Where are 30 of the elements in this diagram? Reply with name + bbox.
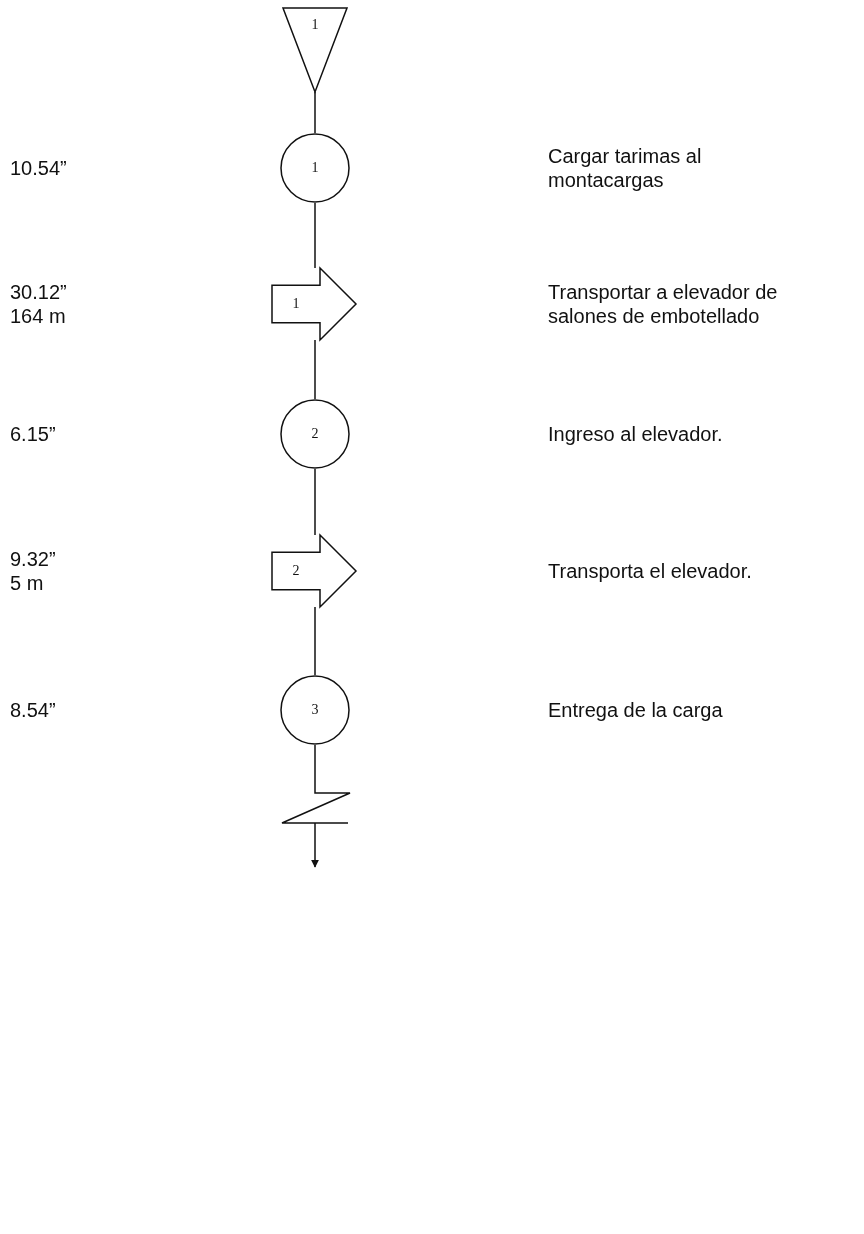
step-description: Entrega de la carga	[548, 698, 724, 722]
step-measure: 10.54”	[10, 156, 68, 180]
flow-line	[314, 606, 316, 676]
step-number: 1	[311, 18, 319, 32]
step-measure: 8.54”	[10, 698, 57, 722]
step-number: 3	[311, 703, 319, 717]
storage-triangle	[283, 8, 347, 92]
flow-line	[314, 468, 316, 536]
transport-arrow	[272, 268, 356, 340]
step-measure: 9.32”	[10, 547, 57, 571]
flow-line	[314, 202, 316, 269]
step-description: Transportar a elevador de salones de embotellado	[548, 280, 779, 328]
step-measure: 30.12”	[10, 280, 68, 304]
step-number: 2	[291, 564, 301, 578]
step-number: 1	[291, 297, 301, 311]
flow-arrow	[281, 744, 351, 868]
operation-circle	[280, 675, 350, 745]
step-number: 2	[311, 427, 319, 441]
flow-line	[314, 91, 316, 134]
operation-circle	[280, 399, 350, 469]
operation-circle	[280, 133, 350, 203]
step-measure: 6.15”	[10, 422, 57, 446]
step-number: 1	[311, 161, 319, 175]
transport-arrow	[272, 535, 356, 607]
step-description: Ingreso al elevador.	[548, 422, 724, 446]
step-measure: 5 m	[10, 571, 45, 595]
step-description: Transporta el elevador.	[548, 559, 753, 583]
step-description: Cargar tarimas al montacargas	[548, 144, 703, 192]
step-measure: 164 m	[10, 304, 67, 328]
flow-line	[314, 339, 316, 400]
